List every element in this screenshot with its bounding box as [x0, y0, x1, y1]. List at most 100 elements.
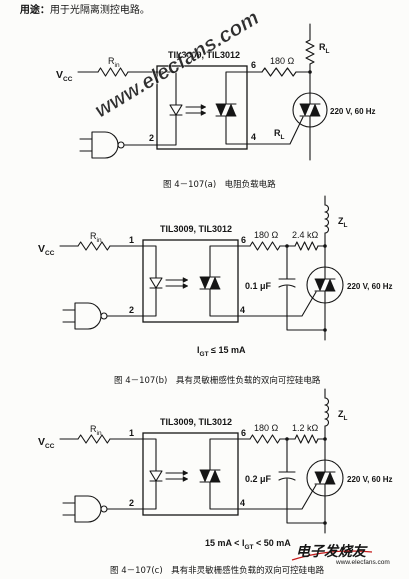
opto-triac-wire	[209, 438, 239, 471]
led-anode-wire	[156, 71, 177, 106]
pin-2-label: 2	[129, 498, 134, 508]
pin-1-label: 1	[129, 428, 134, 438]
gate-current-label-subscript: GT	[200, 351, 209, 358]
load-label: ZL	[338, 216, 348, 229]
nand-inversion-bubble	[100, 312, 108, 320]
opto-triac-wire	[225, 115, 248, 145]
vcc-label: VCC	[56, 69, 73, 83]
vcc-label-symbol: V	[56, 69, 63, 81]
light-arrows	[165, 470, 189, 482]
nand-gate	[79, 131, 125, 159]
led-cathode-wire	[142, 287, 157, 317]
load-resistor	[305, 39, 315, 65]
pin-4-label: 4	[240, 498, 245, 508]
junction-dot	[323, 521, 327, 525]
vcc-label-subscript: CC	[45, 443, 55, 450]
optocoupler-box	[156, 65, 248, 150]
triac-triangle	[314, 278, 326, 292]
triac-triangle	[209, 276, 221, 290]
nand-body	[91, 131, 119, 159]
light-arrows	[165, 277, 189, 289]
led-symbol	[149, 277, 163, 289]
gate-current-label-prefix: 15 mA <	[205, 538, 242, 548]
capacitor-label: 0.1 μF	[245, 281, 272, 291]
power-triac-symbol	[314, 278, 336, 292]
arrow-head	[200, 110, 207, 116]
gate-resistor-label: 180 Ω	[270, 56, 295, 66]
pin-6-label: 6	[241, 428, 246, 438]
gate-resistor-label: 180 Ω	[254, 230, 279, 240]
capacitor-plate	[278, 477, 296, 481]
nand-inversion-bubble	[117, 141, 125, 149]
led-triangle	[149, 470, 163, 482]
triac-triangle	[314, 471, 326, 485]
arrow-head	[182, 283, 189, 289]
purpose-line: 用途：用于光隔离测控电路。	[4, 3, 159, 16]
opto-triac-wire	[209, 481, 239, 510]
logo-url: www.elecfans.com	[335, 559, 390, 566]
gate-current-label-suffix: < 50 mA	[253, 538, 291, 548]
capacitor-wire	[286, 285, 326, 331]
led-cathode-wire	[142, 480, 157, 510]
triac-triangle	[199, 276, 211, 290]
gate-wire	[237, 484, 317, 510]
gate-current-label-symbol: I	[242, 538, 245, 548]
gate-resistor-label: 180 Ω	[254, 423, 279, 433]
gate-resistor	[249, 434, 281, 444]
led-cathode-wire	[156, 114, 177, 146]
vcc-label-subscript: CC	[45, 250, 55, 257]
snubber-resistor-label: 2.4 kΩ	[292, 230, 319, 240]
power-triac-symbol	[314, 471, 336, 485]
input-resistor-label-subscript: in	[97, 430, 102, 437]
snubber-resistor	[294, 241, 319, 251]
mains-label: 220 V, 60 Hz	[330, 107, 376, 116]
led-triangle	[149, 277, 163, 289]
snubber-resistor-label: 1.2 kΩ	[292, 423, 319, 433]
load-label-subscript: L	[344, 415, 348, 422]
snubber-capacitor	[278, 278, 296, 288]
load-label-symbol: Z	[338, 216, 344, 226]
input-resistor	[97, 67, 129, 77]
pin-4-label: 4	[240, 305, 245, 315]
opto-triac-symbol	[199, 469, 221, 483]
nand-body	[74, 495, 102, 523]
opto-triac-wire	[209, 245, 239, 278]
snubber-capacitor	[278, 471, 296, 481]
input-resistor-label-symbol: R	[108, 56, 115, 66]
opto-triac-wire	[225, 71, 248, 105]
vcc-label-subscript: CC	[63, 76, 73, 83]
load-label-symbol: Z	[338, 409, 344, 419]
led-symbol	[149, 470, 163, 482]
device-label: TIL3009, TIL3012	[160, 224, 232, 234]
led-anode-wire	[142, 438, 157, 472]
logo-name: 电子发烧友	[296, 543, 368, 560]
opto-triac-wire	[209, 288, 239, 317]
triac-triangle	[199, 469, 211, 483]
vcc-label: VCC	[38, 243, 55, 257]
load-resistor-label-bottom: RL	[274, 128, 285, 141]
triac-triangle	[225, 103, 237, 117]
triac-triangle	[324, 278, 336, 292]
triac-triangle	[299, 103, 311, 117]
input-resistor-label-symbol: R	[90, 424, 97, 434]
mains-label: 220 V, 60 Hz	[347, 475, 393, 484]
gate-current-label-suffix: ≤ 15 mA	[209, 345, 246, 355]
pin-6-label: 6	[241, 235, 246, 245]
power-triac-symbol	[299, 103, 321, 117]
pin-4-label: 4	[251, 132, 256, 142]
opto-triac-symbol	[199, 276, 221, 290]
capacitor-plate	[278, 284, 296, 288]
nand-gate	[62, 495, 108, 523]
purpose-text: 用于光隔离测控电路。	[50, 3, 150, 16]
input-resistor-label-subscript: in	[115, 62, 120, 69]
figure-b-caption: 图 4－107(b) 具有灵敏栅感性负载的双向可控硅电路	[114, 375, 321, 386]
led-triangle	[169, 104, 183, 116]
capacitor-wire	[286, 478, 326, 524]
purpose-label: 用途：	[19, 3, 50, 16]
input-resistor-label: Rin	[108, 56, 120, 69]
light-arrows	[185, 104, 207, 116]
gate-current-label-subscript: GT	[244, 544, 253, 551]
triac-triangle	[209, 469, 221, 483]
input-resistor-label: Rin	[90, 424, 102, 437]
